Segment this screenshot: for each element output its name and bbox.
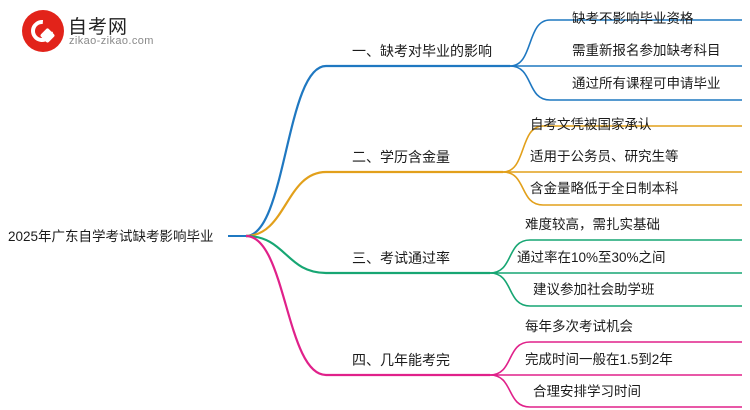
connector-branch-3 xyxy=(245,234,490,275)
connector-branch-4-child-1 xyxy=(489,341,742,376)
connector-branch-1 xyxy=(245,64,510,238)
connector-branch-2 xyxy=(245,170,503,238)
logo-subtitle: zikao-zikao.com xyxy=(69,35,154,47)
leaf-label-3-1: 难度较高，需扎实基础 xyxy=(525,217,660,232)
leaf-label-2-1: 自考文凭被国家承认 xyxy=(530,117,652,132)
connector-branch-1-child-3 xyxy=(509,65,742,101)
connector-branch-4 xyxy=(245,234,490,377)
connector-branch-2-child-1 xyxy=(502,125,742,173)
mindmap-root-label: 2025年广东自学考试缺考影响毕业 xyxy=(8,229,214,244)
branch-label-4: 四、几年能考完 xyxy=(352,352,450,368)
branch-label-1: 一、缺考对毕业的影响 xyxy=(352,43,492,59)
connector-branch-3-child-3 xyxy=(489,272,742,307)
circle-logo-icon xyxy=(22,10,64,52)
site-logo: 自考网 zikao-zikao.com xyxy=(22,8,182,56)
leaf-label-4-2: 完成时间一般在1.5到2年 xyxy=(525,352,673,367)
leaf-label-4-1: 每年多次考试机会 xyxy=(525,319,633,334)
leaf-label-3-2: 通过率在10%至30%之间 xyxy=(517,250,666,265)
leaf-label-1-2: 需重新报名参加缺考科目 xyxy=(572,43,721,58)
connector-branch-1-child-1 xyxy=(509,19,742,67)
connector-branch-4-child-3 xyxy=(489,374,742,408)
leaf-label-1-1: 缺考不影响毕业资格 xyxy=(572,11,694,26)
leaf-label-2-2: 适用于公务员、研究生等 xyxy=(530,149,679,164)
logo-title: 自考网 xyxy=(68,17,129,38)
leaf-label-4-3: 合理安排学习时间 xyxy=(533,384,641,399)
branch-label-3: 三、考试通过率 xyxy=(352,250,450,266)
leaf-label-2-3: 含金量略低于全日制本科 xyxy=(530,181,679,196)
leaf-label-3-3: 建议参加社会助学班 xyxy=(533,282,655,297)
leaf-label-1-3: 通过所有课程可申请毕业 xyxy=(572,76,721,91)
connector-branch-2-child-3 xyxy=(502,171,742,206)
branch-label-2: 二、学历含金量 xyxy=(352,149,450,165)
connector-branch-3-child-1 xyxy=(489,239,742,274)
